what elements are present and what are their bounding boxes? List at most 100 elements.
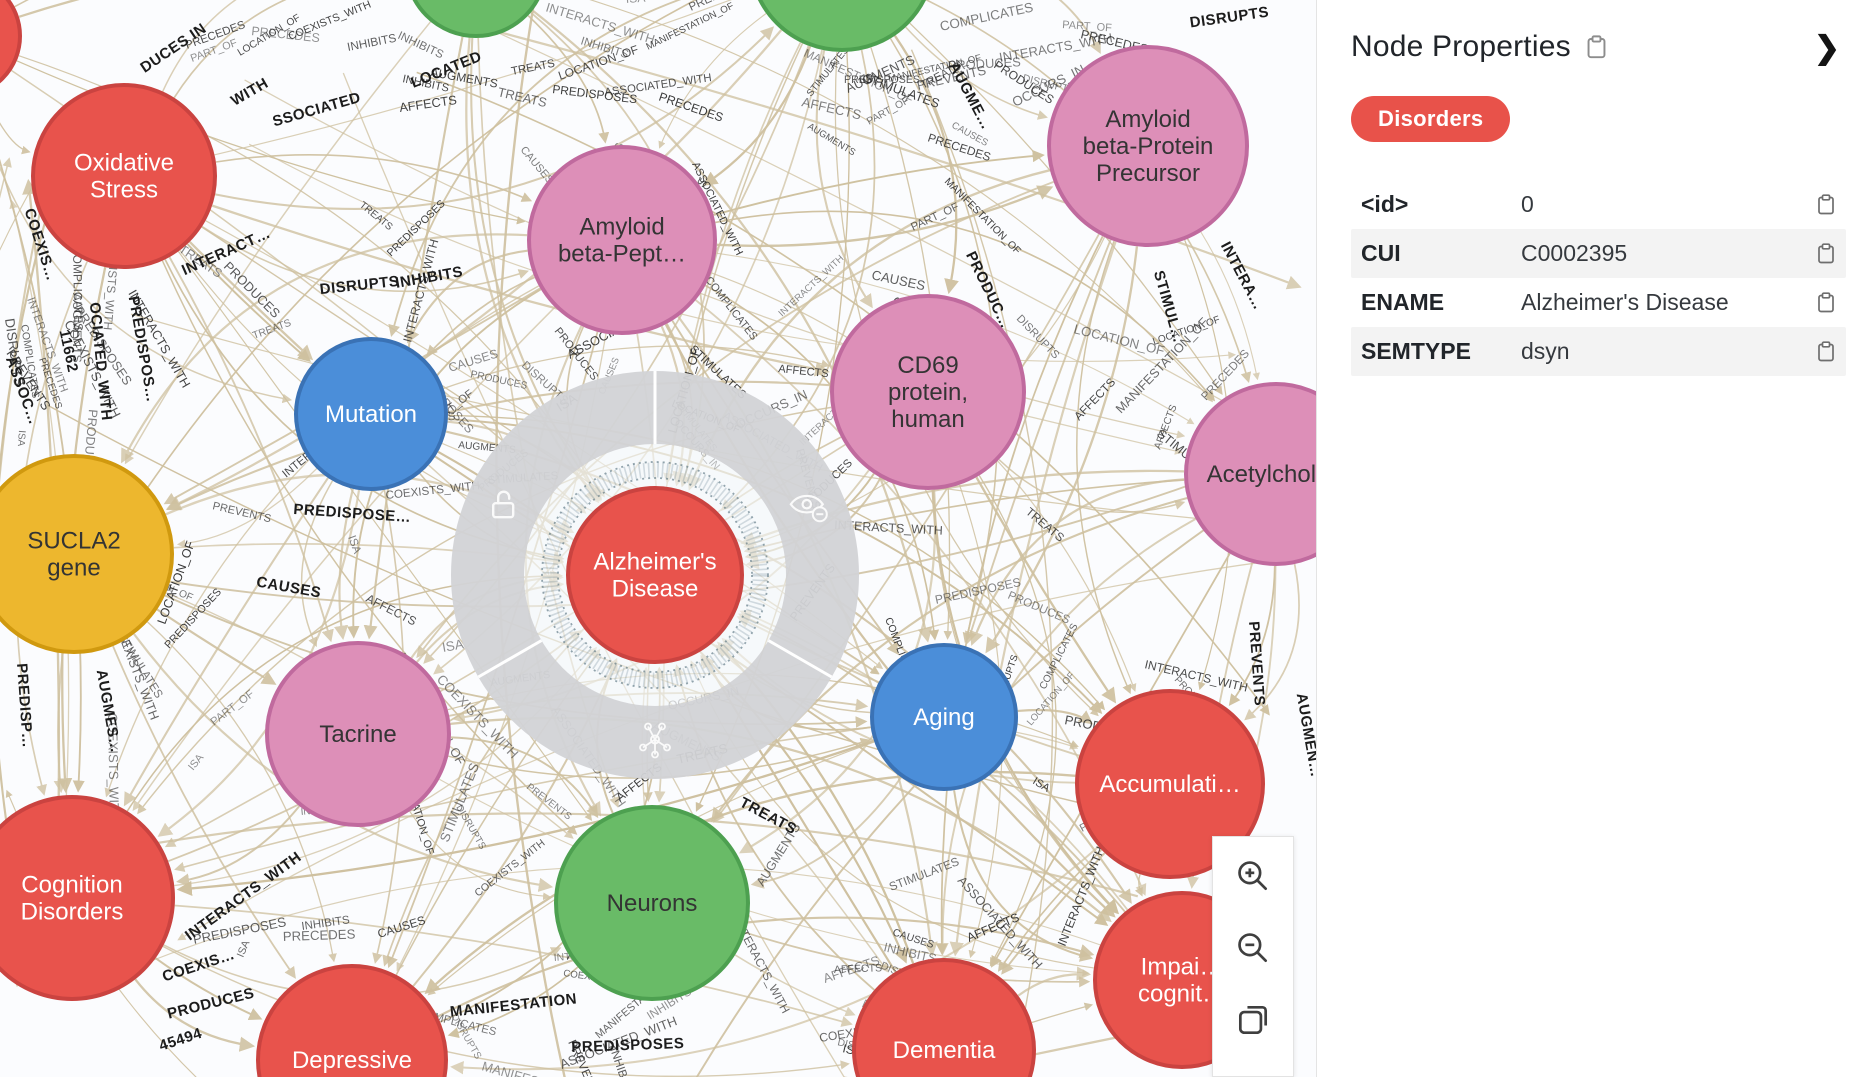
unlock-icon[interactable] <box>491 490 515 519</box>
svg-text:Oxidative: Oxidative <box>74 150 174 177</box>
hide-node-icon[interactable] <box>789 494 828 523</box>
svg-text:protein,: protein, <box>888 379 968 406</box>
svg-text:Neurons: Neurons <box>607 890 698 917</box>
svg-text:Aging: Aging <box>913 704 974 731</box>
graph-canvas[interactable]: AFFECTSPRODUCESAUGMENTSOCCURS_INCAUSESST… <box>0 0 1316 1077</box>
panel-title: Node Properties <box>1351 30 1571 63</box>
svg-text:INHIBITS: INHIBITS <box>346 31 398 54</box>
node-acetylcholine[interactable]: Acetylcholi… <box>1184 382 1316 566</box>
svg-text:Disease: Disease <box>612 576 699 603</box>
svg-text:DISRUPTS: DISRUPTS <box>1014 313 1062 362</box>
clipboard-icon <box>1816 292 1836 314</box>
property-row-id: <id> 0 <box>1351 180 1846 229</box>
svg-text:PART_OF: PART_OF <box>909 201 961 234</box>
svg-text:CAUSES: CAUSES <box>870 267 926 293</box>
svg-text:WITH: WITH <box>228 75 271 110</box>
zoom-out-button[interactable] <box>1230 925 1276 971</box>
graph-area: AFFECTSPRODUCESAUGMENTSOCCURS_INCAUSESST… <box>0 0 1316 1077</box>
svg-text:cognit…: cognit… <box>1138 981 1226 1008</box>
svg-text:PRECEDES: PRECEDES <box>283 926 356 944</box>
copy-property-button[interactable] <box>1816 194 1836 216</box>
node-dementia[interactable]: Dementia <box>852 958 1036 1077</box>
collapse-panel-button[interactable]: ❯ <box>1808 32 1846 63</box>
svg-text:PREDISPOS…: PREDISPOS… <box>125 295 160 404</box>
clipboard-icon <box>1585 35 1608 60</box>
svg-text:PREDISPOSES: PREDISPOSES <box>571 1035 685 1056</box>
svg-text:COMPLICATES: COMPLICATES <box>939 0 1035 34</box>
svg-text:COMPLICATES: COMPLICATES <box>70 246 85 331</box>
node-aging[interactable]: Aging <box>870 643 1018 791</box>
zoom-in-icon <box>1234 857 1272 895</box>
expand-graph-icon[interactable] <box>639 722 671 759</box>
svg-text:STIMULATES: STIMULATES <box>887 854 961 894</box>
svg-text:Amyloid: Amyloid <box>579 214 664 241</box>
node-partial-top-left[interactable] <box>0 0 22 96</box>
svg-text:DUCES IN: DUCES IN <box>137 20 209 76</box>
property-value: Alzheimer's Disease <box>1521 289 1729 315</box>
svg-text:INTERACTS_WITH: INTERACTS_WITH <box>834 518 943 538</box>
copy-all-properties-button[interactable] <box>1585 35 1608 60</box>
svg-text:AUGMENTS: AUGMENTS <box>70 293 84 363</box>
svg-text:gene: gene <box>47 555 100 582</box>
svg-text:AFFECTS: AFFECTS <box>834 962 883 976</box>
svg-text:PREDISP…: PREDISP… <box>13 663 36 749</box>
svg-text:Impai…: Impai… <box>1141 954 1224 981</box>
svg-text:Cognition: Cognition <box>21 872 122 899</box>
fit-view-button[interactable] <box>1230 997 1276 1043</box>
svg-text:Dementia: Dementia <box>893 1037 996 1064</box>
node-green-top-left[interactable] <box>406 0 546 38</box>
node-green-top-center[interactable] <box>750 0 934 52</box>
svg-text:Precursor: Precursor <box>1096 160 1200 187</box>
svg-text:COEXIS…: COEXIS… <box>160 946 237 985</box>
copy-property-button[interactable] <box>1816 341 1836 363</box>
svg-text:MANIFESTATION_OF: MANIFESTATION_OF <box>1112 314 1211 416</box>
properties-table: <id> 0 CUI C0002395 ENAME Alzheimer's Di… <box>1351 180 1846 376</box>
svg-text:Stress: Stress <box>90 177 158 204</box>
node-label-badge: Disorders <box>1351 96 1511 142</box>
property-row-semtype: SEMTYPE dsyn <box>1351 327 1846 376</box>
node-amyloid-beta-peptide[interactable]: Amyloidbeta-Pept… <box>527 145 717 335</box>
svg-text:PREDISPOSES: PREDISPOSES <box>934 575 1022 607</box>
svg-text:Alzheimer's: Alzheimer's <box>593 549 716 576</box>
copy-property-button[interactable] <box>1816 292 1836 314</box>
svg-text:STIMUL…: STIMUL… <box>1150 269 1187 345</box>
property-row-ename: ENAME Alzheimer's Disease <box>1351 278 1846 327</box>
svg-text:PREDISPOSES: PREDISPOSES <box>844 74 920 86</box>
clipboard-icon <box>1816 194 1836 216</box>
svg-text:TREATS: TREATS <box>510 58 556 78</box>
node-depressive[interactable]: Depressive <box>256 964 448 1077</box>
svg-text:TREATS: TREATS <box>357 200 394 233</box>
node-neurons[interactable]: Neurons <box>554 805 750 1001</box>
svg-text:AUGMEN…: AUGMEN… <box>1293 692 1316 779</box>
clipboard-icon <box>1816 341 1836 363</box>
zoom-out-icon <box>1234 929 1272 967</box>
svg-text:Tacrine: Tacrine <box>319 721 396 748</box>
node-mutation[interactable]: Mutation <box>294 337 448 491</box>
node-tacrine[interactable]: Tacrine <box>265 641 451 827</box>
svg-text:Accumulati…: Accumulati… <box>1099 771 1240 798</box>
svg-text:MANIFESTATION: MANIFESTATION <box>449 990 578 1020</box>
node-accumulation[interactable]: Accumulati… <box>1075 689 1265 879</box>
svg-text:COEXISTS_WITH: COEXISTS_WITH <box>105 713 122 821</box>
svg-text:Mutation: Mutation <box>325 401 417 428</box>
property-row-cui: CUI C0002395 <box>1351 229 1846 278</box>
svg-text:human: human <box>891 406 964 433</box>
fit-view-icon <box>1234 1001 1272 1039</box>
svg-text:Amyloid: Amyloid <box>1105 106 1190 133</box>
copy-property-button[interactable] <box>1816 243 1836 265</box>
zoom-in-button[interactable] <box>1230 853 1276 899</box>
property-key: SEMTYPE <box>1361 338 1471 364</box>
svg-text:CD69: CD69 <box>897 352 958 379</box>
svg-text:Disorders: Disorders <box>21 899 124 926</box>
svg-text:ISA: ISA <box>625 0 646 6</box>
svg-text:DISRUPTS: DISRUPTS <box>319 273 400 298</box>
svg-text:AUGMES…: AUGMES… <box>93 668 124 754</box>
